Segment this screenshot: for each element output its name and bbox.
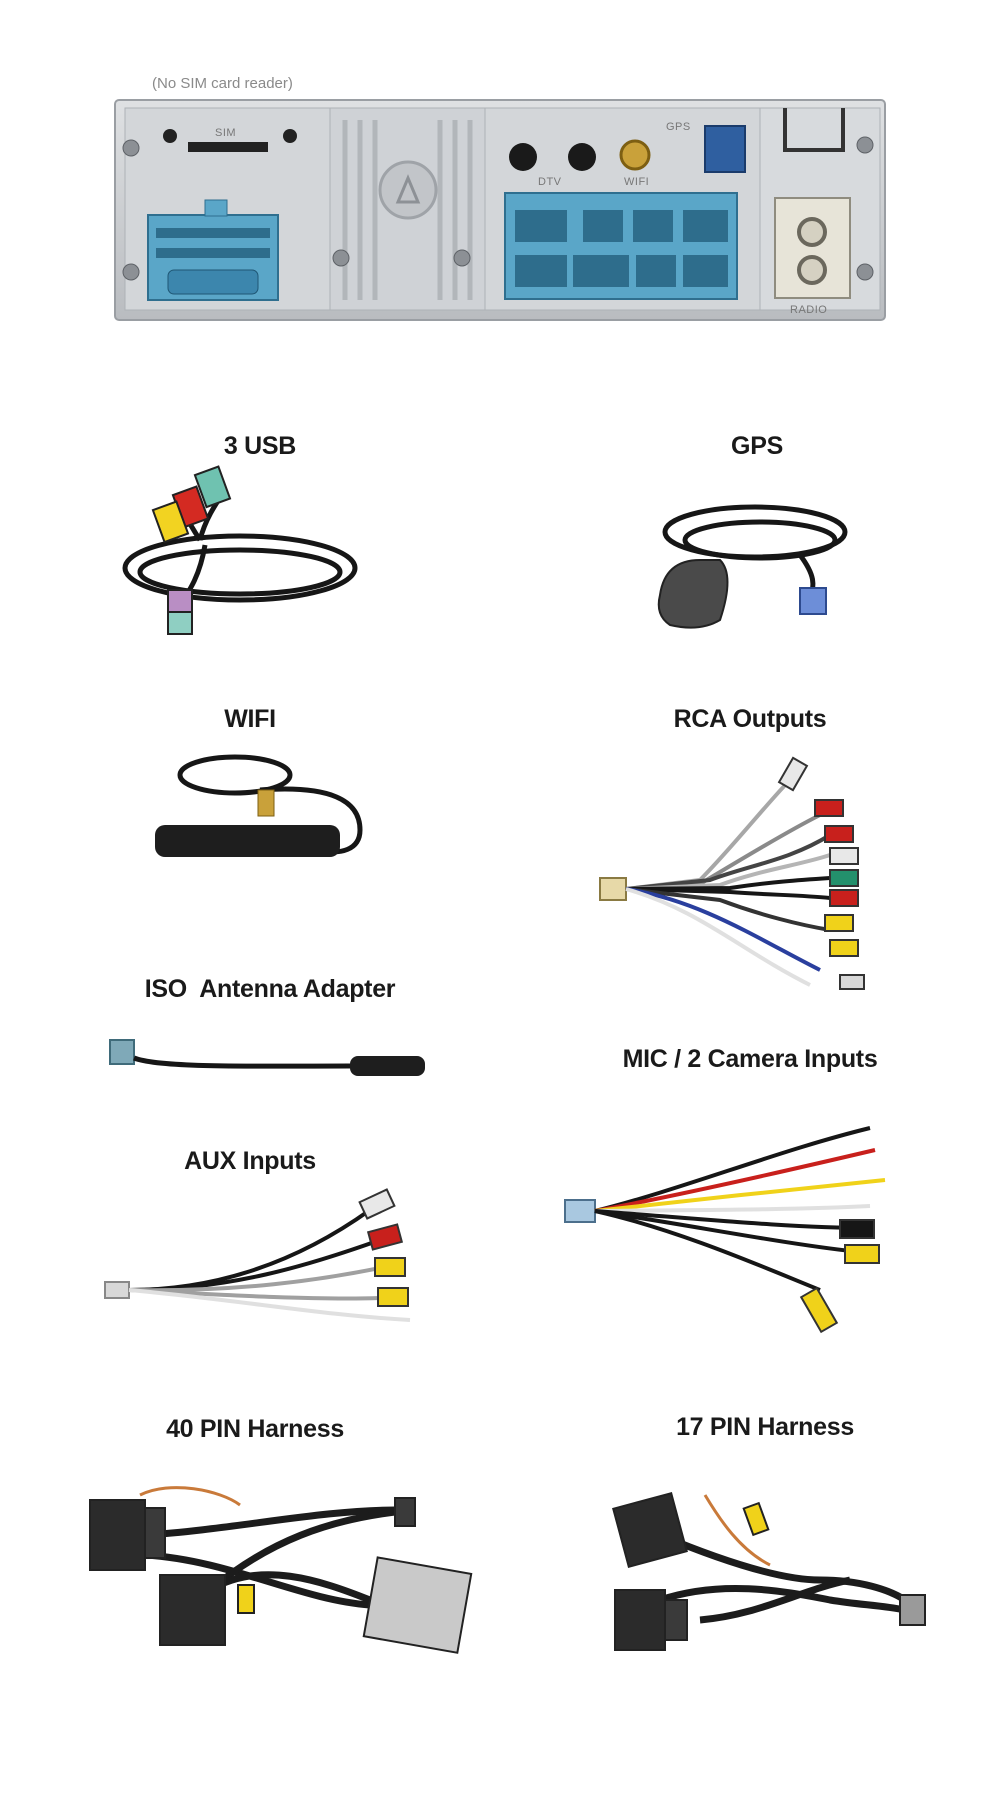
wifi-label: WIFI — [624, 176, 650, 188]
caption-aux-inputs: AUX Inputs — [184, 1147, 316, 1175]
caption-gps: GPS — [731, 432, 783, 460]
radio-label: RADIO — [790, 304, 828, 316]
caption-17-pin-harness: 17 PIN Harness — [676, 1413, 854, 1441]
sim-label: SIM — [215, 127, 237, 139]
caption-3-usb: 3 USB — [223, 432, 297, 460]
dtv-label: DTV — [538, 176, 562, 188]
gps-label: GPS — [666, 121, 691, 133]
caption-rca-outputs: RCA Outputs — [673, 705, 827, 733]
caption-iso-antenna-adapter: ISO Antenna Adapter — [144, 975, 396, 1003]
caption-mic-camera-inputs: MIC / 2 Camera Inputs — [622, 1045, 878, 1073]
no-sim-note: (No SIM card reader) — [152, 75, 293, 92]
caption-40-pin-harness: 40 PIN Harness — [166, 1415, 344, 1443]
head-unit-back-panel — [114, 99, 886, 321]
caption-wifi: WIFI — [224, 705, 276, 733]
